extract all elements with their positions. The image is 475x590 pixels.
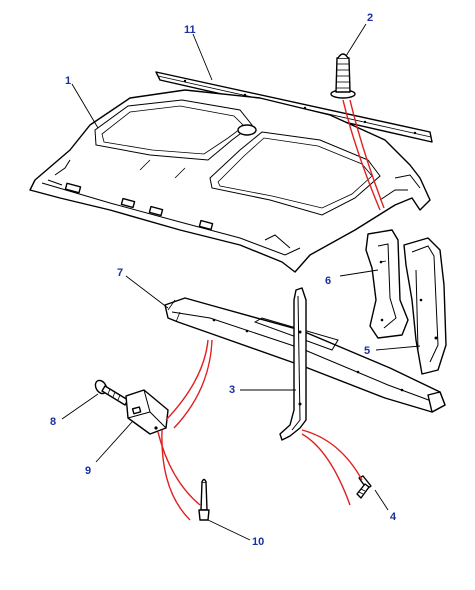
callout-4: 4 <box>390 511 397 523</box>
callout-10: 10 <box>252 536 264 548</box>
leader-1 <box>71 83 99 129</box>
leader-9 <box>95 421 133 463</box>
fastener-part <box>330 53 356 99</box>
callout-3: 3 <box>229 384 235 396</box>
bolt-part <box>94 379 129 406</box>
callout-6: 6 <box>325 275 331 287</box>
callout-9: 9 <box>85 465 91 477</box>
bracket-part <box>125 389 169 435</box>
callout-numbers: 1 2 3 4 5 6 7 8 9 10 11 <box>50 12 397 548</box>
leader-4 <box>374 489 389 511</box>
stud-part <box>198 478 210 521</box>
connector-lines <box>157 99 385 521</box>
leader-5 <box>375 345 421 351</box>
callout-2: 2 <box>367 12 373 24</box>
leader-6 <box>339 269 379 277</box>
leader-10 <box>207 519 251 541</box>
pillar-trim-part <box>279 287 307 441</box>
rear-pillar-trim-part <box>403 237 447 375</box>
headlining-part <box>29 89 431 273</box>
screw-part <box>356 475 372 499</box>
leader-7 <box>125 275 169 309</box>
leader-8 <box>61 393 99 420</box>
rear-trim-panel-part <box>365 229 409 339</box>
leader-11 <box>192 33 213 81</box>
leader-2 <box>345 23 367 57</box>
callout-5: 5 <box>364 345 370 357</box>
callout-1: 1 <box>65 75 71 87</box>
callout-8: 8 <box>50 416 56 428</box>
leader-lines <box>61 23 421 541</box>
callout-11: 11 <box>184 24 196 36</box>
callout-7: 7 <box>117 267 123 279</box>
